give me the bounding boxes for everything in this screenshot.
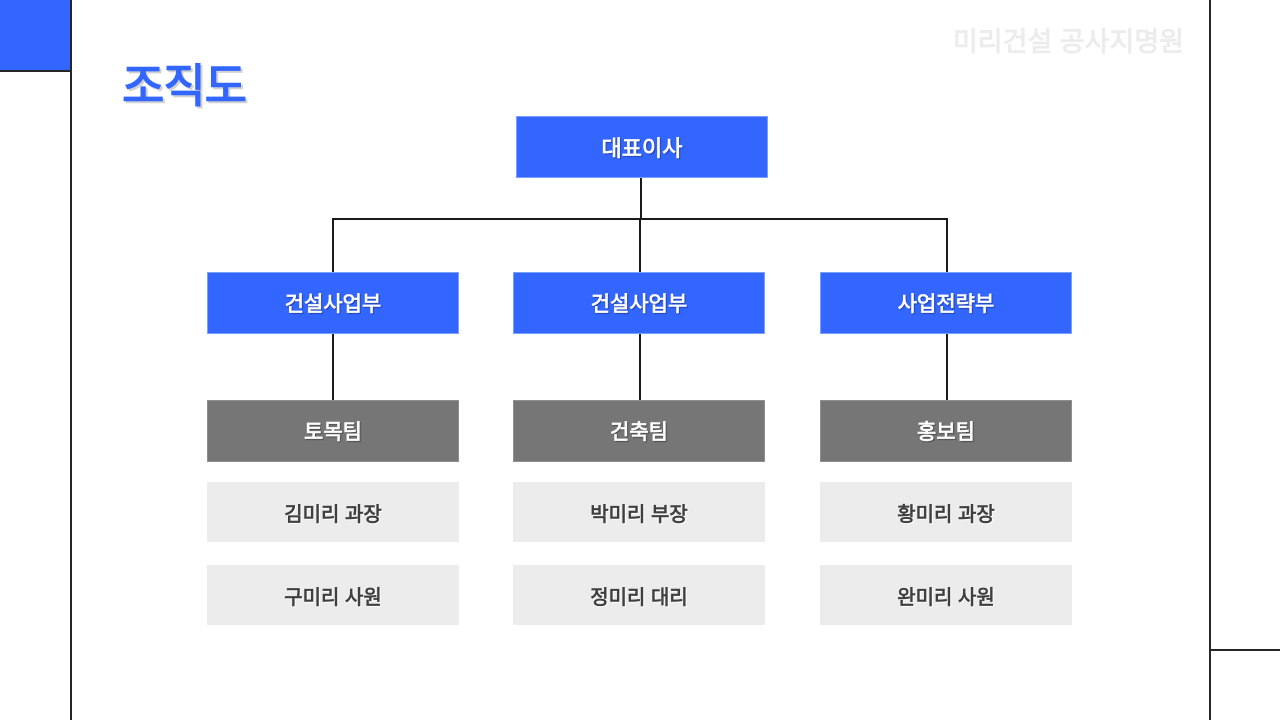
org-node-team-2[interactable]: 건축팀 bbox=[513, 400, 765, 462]
org-node-member-3-1[interactable]: 황미리 과장 bbox=[820, 482, 1072, 542]
connector-dept-team-2 bbox=[639, 334, 641, 400]
org-node-member-3-2[interactable]: 완미리 사원 bbox=[820, 565, 1072, 625]
org-node-department-1[interactable]: 건설사업부 bbox=[207, 272, 459, 334]
connector-drop-dept-2 bbox=[639, 218, 641, 272]
decorative-line-top-left bbox=[0, 70, 72, 72]
connector-dept-team-1 bbox=[332, 334, 334, 400]
connector-ceo-vertical bbox=[640, 178, 642, 219]
decorative-line-left bbox=[70, 0, 72, 720]
connector-drop-dept-1 bbox=[332, 218, 334, 272]
watermark-label: 미리건설 공사지명원 bbox=[952, 27, 1184, 57]
org-node-team-3[interactable]: 홍보팀 bbox=[820, 400, 1072, 462]
decorative-line-bottom-right bbox=[1209, 649, 1280, 651]
org-node-member-1-2[interactable]: 구미리 사원 bbox=[207, 565, 459, 625]
page-title: 조직도 bbox=[122, 60, 247, 112]
org-node-ceo[interactable]: 대표이사 bbox=[516, 116, 768, 178]
decorative-corner-square bbox=[0, 0, 70, 70]
org-node-member-1-1[interactable]: 김미리 과장 bbox=[207, 482, 459, 542]
connector-dept-team-3 bbox=[946, 334, 948, 400]
decorative-line-right bbox=[1209, 0, 1211, 720]
org-node-member-2-2[interactable]: 정미리 대리 bbox=[513, 565, 765, 625]
org-node-member-2-1[interactable]: 박미리 부장 bbox=[513, 482, 765, 542]
org-node-department-3[interactable]: 사업전략부 bbox=[820, 272, 1072, 334]
connector-drop-dept-3 bbox=[946, 218, 948, 272]
org-node-department-2[interactable]: 건설사업부 bbox=[513, 272, 765, 334]
org-node-team-1[interactable]: 토목팀 bbox=[207, 400, 459, 462]
